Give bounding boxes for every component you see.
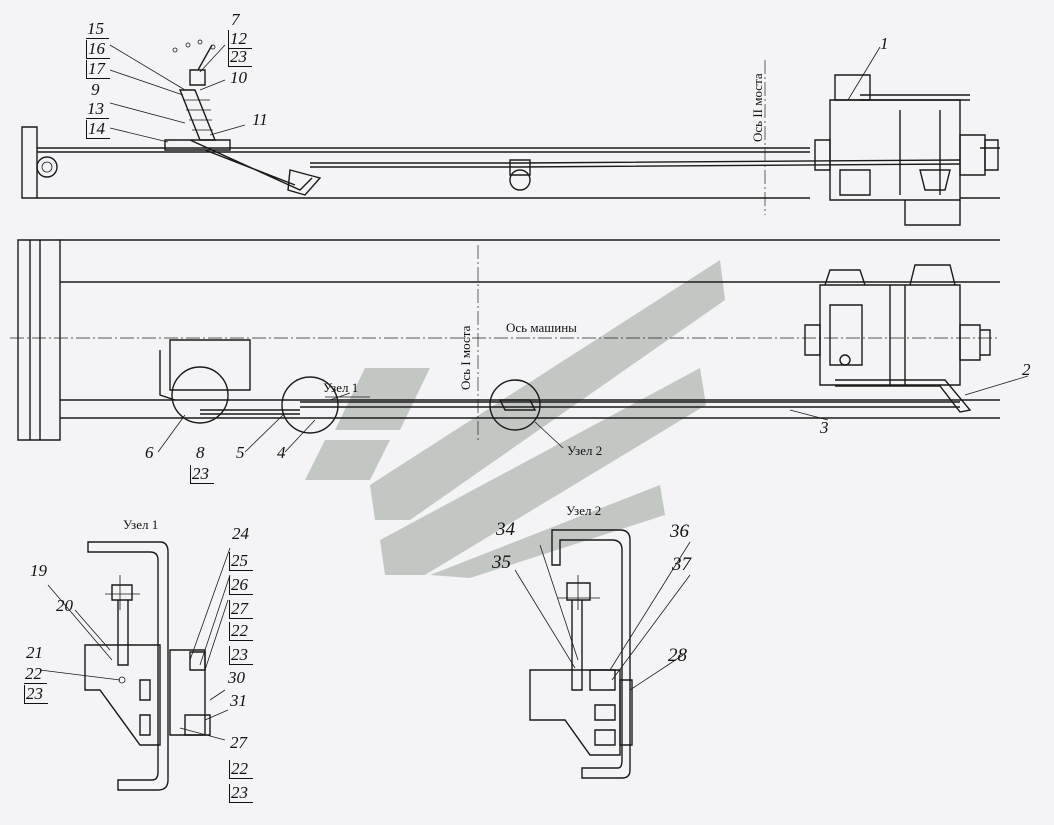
callout-24: 24 xyxy=(232,524,249,543)
callout-23b: 23 xyxy=(228,48,252,67)
callout-34: 34 xyxy=(496,519,515,540)
callout-4: 4 xyxy=(277,443,286,462)
callout-11: 11 xyxy=(252,110,268,129)
node2-detail xyxy=(529,529,633,779)
callout-35: 35 xyxy=(492,552,511,573)
callout-5: 5 xyxy=(236,443,245,462)
plan-view-frame xyxy=(10,239,1000,441)
callout-12: 12 xyxy=(228,30,252,49)
watermark-logo xyxy=(305,260,725,578)
callout-15: 15 xyxy=(86,20,109,39)
callout-9: 9 xyxy=(91,80,100,99)
axis-machine-label: Ось машины xyxy=(506,320,577,335)
callout-20: 20 xyxy=(56,596,73,615)
callout-37: 37 xyxy=(672,554,691,575)
node2-title: Узел 2 xyxy=(566,503,602,518)
callout-27a: 27 xyxy=(229,600,253,619)
axis-bridge1-label: Ось I моста xyxy=(458,325,473,390)
callout-31: 31 xyxy=(230,691,247,710)
node1-title: Узел 1 xyxy=(123,517,159,532)
node1-detail xyxy=(84,541,211,791)
callout-19: 19 xyxy=(30,561,47,580)
callout-2: 2 xyxy=(1022,360,1031,379)
leader-lines xyxy=(109,44,1029,453)
callout-26: 26 xyxy=(229,576,253,595)
callout-22b: 22 xyxy=(229,622,253,641)
callout-6: 6 xyxy=(145,443,154,462)
callout-22c: 22 xyxy=(229,760,253,779)
callout-28: 28 xyxy=(668,645,687,666)
callout-13: 13 xyxy=(86,100,109,119)
callout-16: 16 xyxy=(86,40,110,59)
axis-bridge2-label: Ось II моста xyxy=(750,73,765,142)
callout-23e: 23 xyxy=(229,784,253,803)
node2-label: Узел 2 xyxy=(567,443,603,458)
callout-23a: 23 xyxy=(190,465,214,484)
callout-27b: 27 xyxy=(230,733,247,752)
callout-21: 21 xyxy=(26,643,43,662)
callout-22a: 22 xyxy=(24,665,47,684)
callout-30: 30 xyxy=(228,668,245,687)
callout-23c: 23 xyxy=(24,685,48,704)
callout-1: 1 xyxy=(880,34,889,53)
node2-leaders xyxy=(514,541,691,691)
side-view-frame xyxy=(21,39,1000,226)
node1-label: Узел 1 xyxy=(323,380,359,395)
callout-14: 14 xyxy=(86,120,110,139)
callout-8: 8 xyxy=(196,443,205,462)
callout-3: 3 xyxy=(820,418,829,437)
callout-17: 17 xyxy=(86,60,110,79)
callout-7: 7 xyxy=(231,10,240,29)
callout-10: 10 xyxy=(230,68,247,87)
callout-23d: 23 xyxy=(229,646,253,665)
callout-36: 36 xyxy=(670,521,689,542)
callout-25: 25 xyxy=(229,552,253,571)
node1-leaders xyxy=(39,547,231,741)
